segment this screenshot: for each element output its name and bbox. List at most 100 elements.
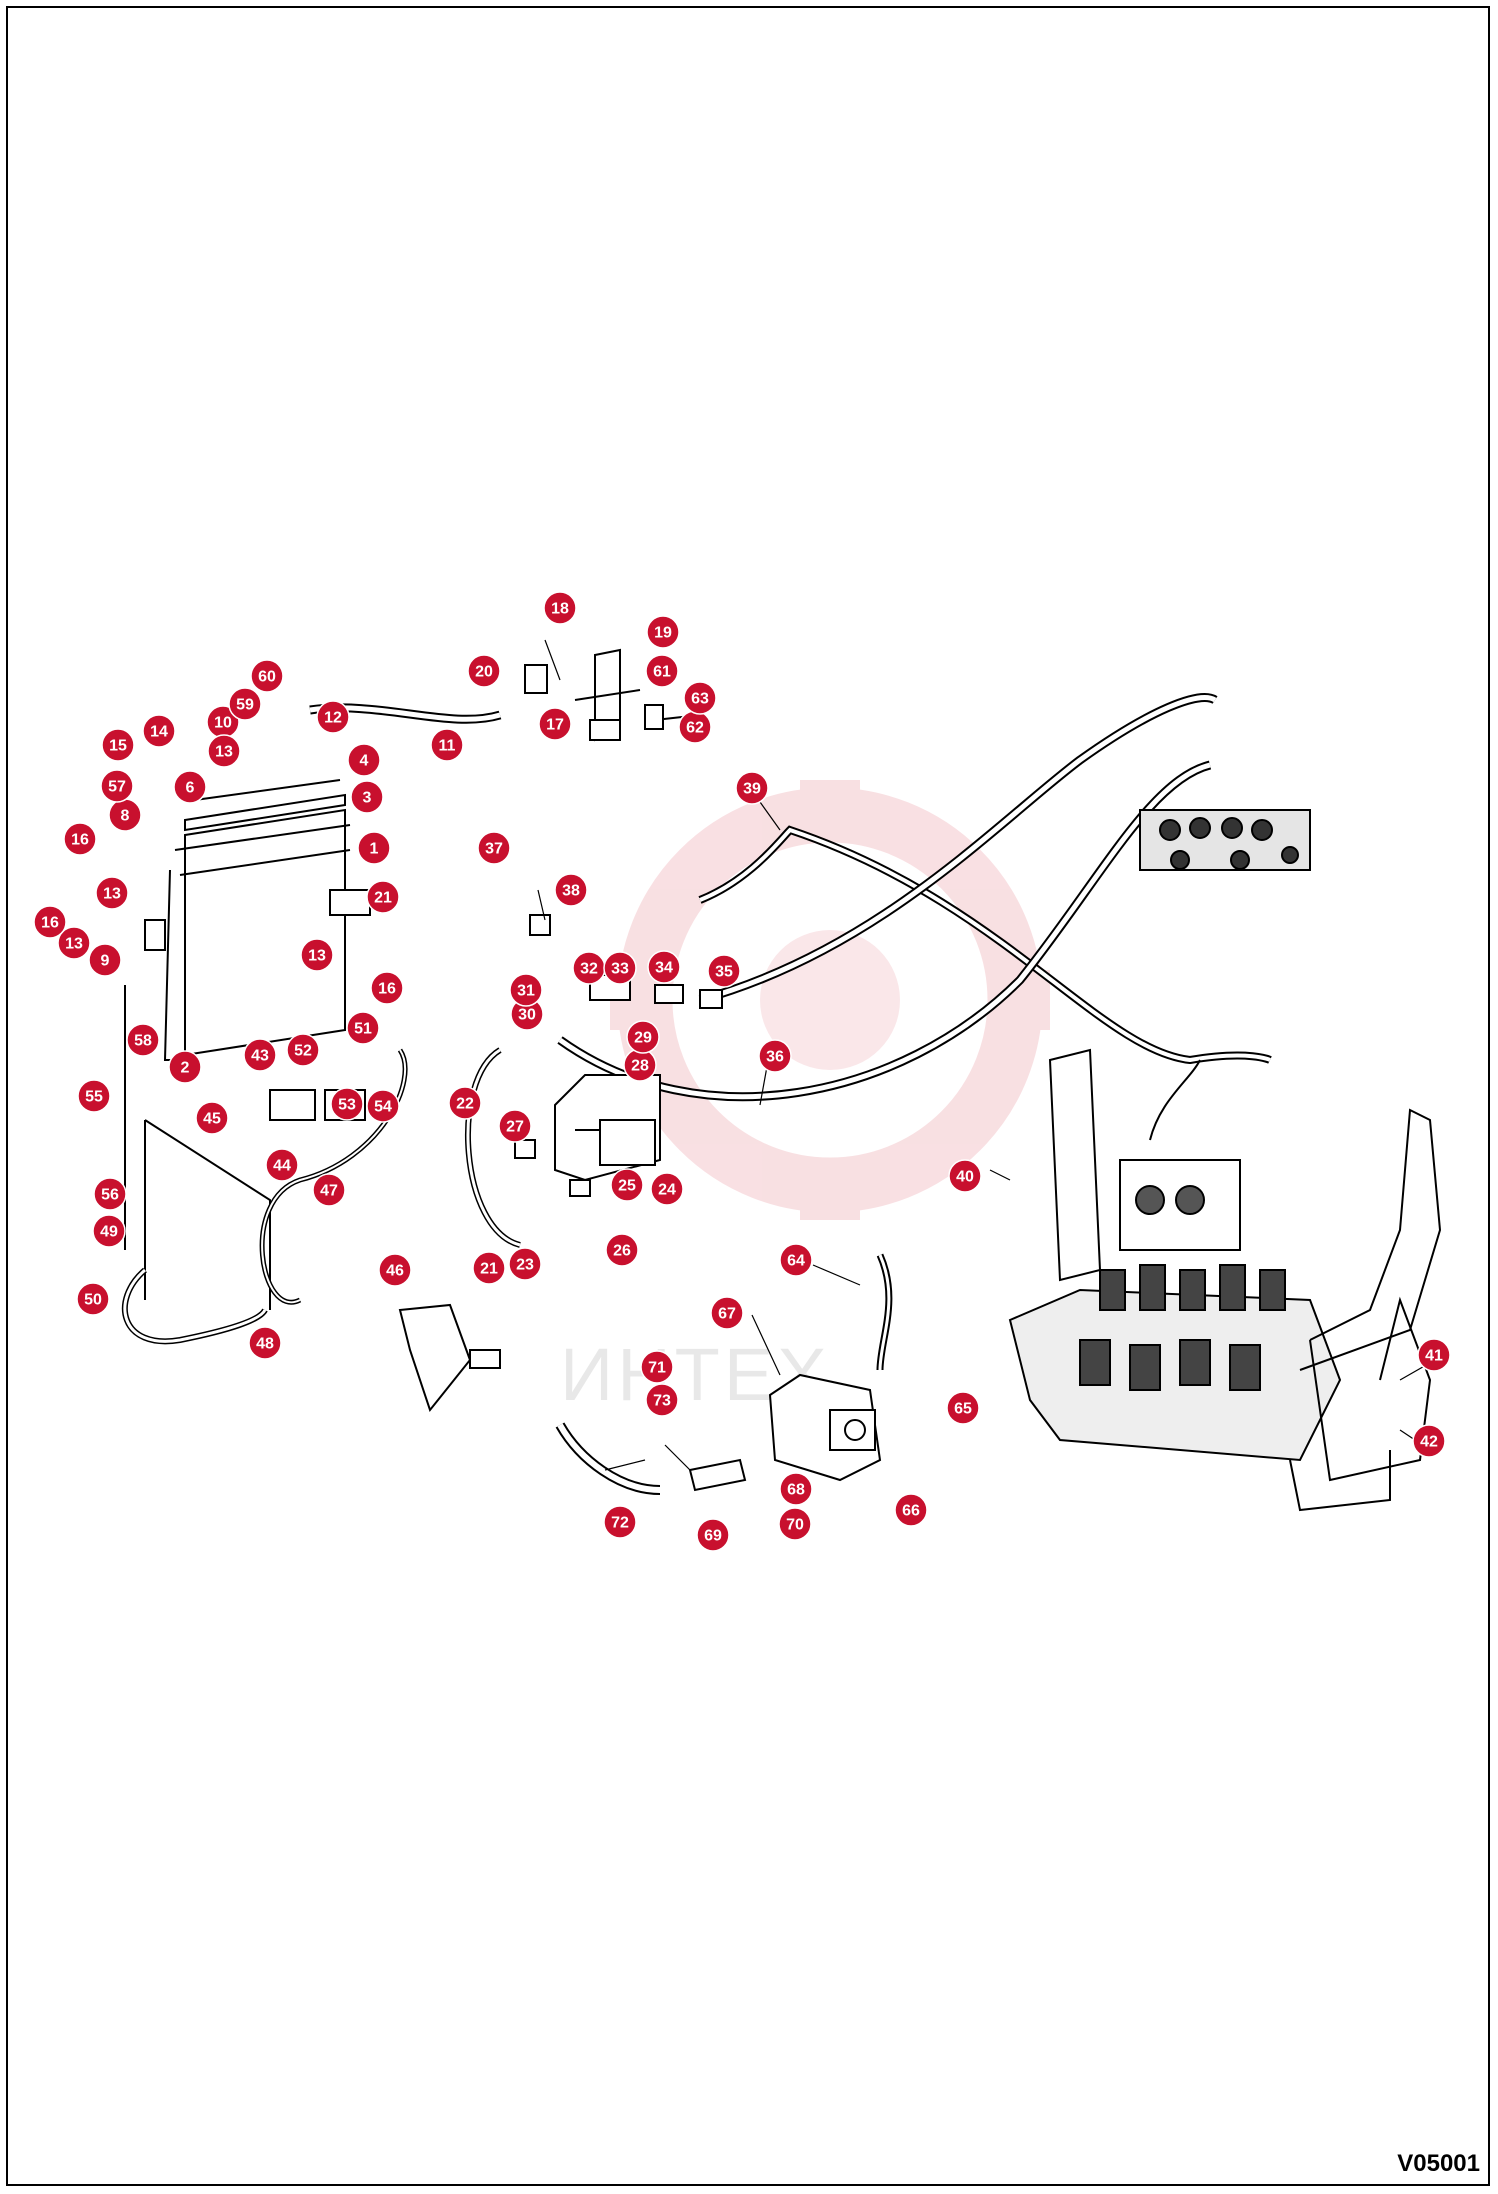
callout-label: 27 [506, 1119, 524, 1136]
callout-label: 38 [562, 883, 580, 900]
callout-62: 62 [678, 710, 712, 744]
callout-label: 10 [214, 715, 232, 732]
callout-12: 12 [316, 700, 350, 734]
callout-56: 56 [93, 1177, 127, 1211]
callout-16: 16 [63, 822, 97, 856]
callout-29: 29 [626, 1020, 660, 1054]
callout-31: 31 [509, 973, 543, 1007]
callout-13: 13 [95, 876, 129, 910]
cooler-bracket [163, 869, 180, 1061]
callout-66: 66 [894, 1493, 928, 1527]
callout-53: 53 [330, 1087, 364, 1121]
callout-34: 34 [647, 950, 681, 984]
callout-label: 69 [704, 1528, 722, 1545]
callout-label: 65 [954, 1401, 972, 1418]
callout-32: 32 [572, 951, 606, 985]
callout-38: 38 [554, 873, 588, 907]
callout-70: 70 [778, 1507, 812, 1541]
callout-label: 15 [109, 738, 127, 755]
callout-19: 19 [646, 615, 680, 649]
hose-72 [555, 1422, 661, 1495]
callout-50: 50 [76, 1282, 110, 1316]
callout-label: 61 [653, 664, 671, 681]
callout-55: 55 [77, 1079, 111, 1113]
callout-label: 31 [517, 983, 535, 1000]
callout-label: 54 [374, 1099, 392, 1116]
callout-35: 35 [707, 954, 741, 988]
callout-27: 27 [498, 1109, 532, 1143]
figure-reference-code: V05001 [1397, 2150, 1480, 2177]
callout-label: 9 [101, 953, 110, 970]
callout-label: 52 [294, 1043, 312, 1060]
callout-64: 64 [779, 1243, 813, 1277]
callout-label: 63 [691, 691, 709, 708]
callout-1: 1 [357, 831, 391, 865]
callout-label: 32 [580, 961, 598, 978]
callout-label: 13 [103, 886, 121, 903]
callout-label: 22 [456, 1096, 474, 1113]
callout-57: 57 [100, 769, 134, 803]
callout-42: 42 [1412, 1424, 1446, 1458]
callout-15: 15 [101, 728, 135, 762]
callout-label: 13 [65, 936, 83, 953]
callout-17: 17 [538, 707, 572, 741]
callout-28: 28 [623, 1048, 657, 1082]
callout-label: 50 [84, 1292, 102, 1309]
callout-label: 62 [686, 720, 704, 737]
callout-68: 68 [779, 1472, 813, 1506]
callout-label: 33 [611, 961, 629, 978]
callout-47: 47 [312, 1173, 346, 1207]
callout-46: 46 [378, 1253, 412, 1287]
callout-label: 25 [618, 1178, 636, 1195]
callout-label: 44 [273, 1158, 291, 1175]
callout-label: 45 [203, 1111, 221, 1128]
callout-label: 3 [363, 790, 372, 807]
callout-label: 16 [378, 981, 396, 998]
callout-label: 26 [613, 1243, 631, 1260]
callout-33: 33 [603, 951, 637, 985]
callout-45: 45 [195, 1101, 229, 1135]
callout-label: 73 [653, 1393, 671, 1410]
callout-22: 22 [448, 1086, 482, 1120]
callout-61: 61 [645, 654, 679, 688]
callout-21: 21 [472, 1251, 506, 1285]
callout-58: 58 [126, 1023, 160, 1057]
callout-label: 1 [370, 841, 379, 858]
callout-label: 20 [475, 664, 493, 681]
callout-label: 59 [236, 697, 254, 714]
callout-9: 9 [88, 943, 122, 977]
callout-label: 40 [956, 1169, 974, 1186]
callout-43: 43 [243, 1038, 277, 1072]
callout-label: 43 [251, 1048, 269, 1065]
callout-59: 59 [228, 687, 262, 721]
callout-18: 18 [543, 591, 577, 625]
callout-16: 16 [370, 971, 404, 1005]
callout-20: 20 [467, 654, 501, 688]
callout-67: 67 [710, 1296, 744, 1330]
callout-37: 37 [477, 831, 511, 865]
callout-label: 41 [1425, 1348, 1443, 1365]
callout-25: 25 [610, 1168, 644, 1202]
callout-4: 4 [347, 743, 381, 777]
callout-71: 71 [640, 1350, 674, 1384]
callout-label: 24 [658, 1182, 676, 1199]
callout-3: 3 [350, 780, 384, 814]
callout-label: 60 [258, 669, 276, 686]
hose-22 [465, 1047, 521, 1248]
callout-layer: 1234689101112131313131415161616171819202… [33, 591, 1451, 1552]
bracket-46 [398, 1303, 472, 1413]
callout-10: 10 [206, 705, 240, 739]
callout-label: 53 [338, 1097, 356, 1114]
callout-26: 26 [605, 1233, 639, 1267]
callout-13: 13 [300, 938, 334, 972]
callout-label: 72 [611, 1515, 629, 1532]
callout-label: 58 [134, 1033, 152, 1050]
callout-39: 39 [735, 771, 769, 805]
callout-label: 16 [41, 915, 59, 932]
callout-63: 63 [683, 681, 717, 715]
callout-label: 30 [518, 1007, 536, 1024]
callout-label: 64 [787, 1253, 805, 1270]
callout-label: 57 [108, 779, 126, 796]
callout-label: 70 [786, 1517, 804, 1534]
callout-49: 49 [92, 1214, 126, 1248]
